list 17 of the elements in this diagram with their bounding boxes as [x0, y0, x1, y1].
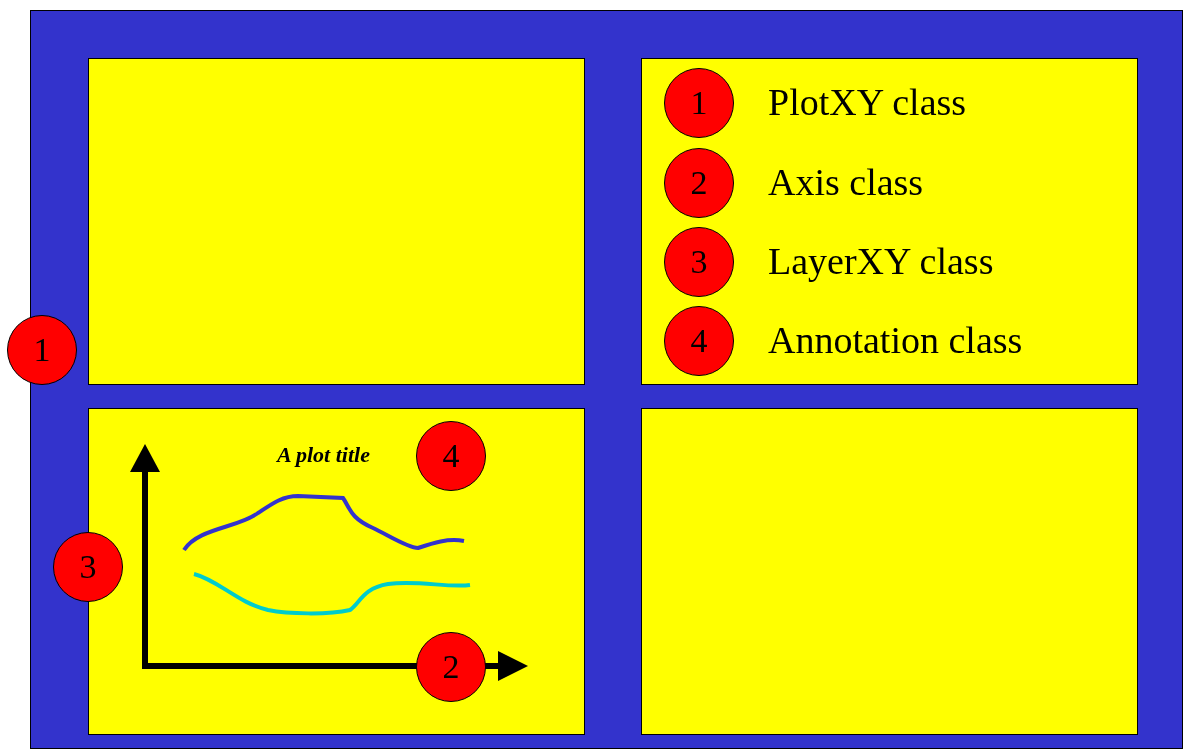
plot-title: A plot title: [277, 442, 370, 468]
callout-number: 4: [416, 421, 486, 491]
callout-number: 4: [664, 306, 734, 376]
callout-number: 1: [7, 315, 77, 385]
class-label: LayerXY class: [768, 239, 994, 283]
plot-panel: [641, 408, 1138, 735]
plot-panel: [88, 58, 585, 385]
callout-number: 1: [664, 68, 734, 138]
class-label: Axis class: [768, 160, 924, 204]
frame-background: [30, 10, 1183, 749]
callout-number: 2: [416, 632, 486, 702]
callout-number: 2: [664, 148, 734, 218]
class-label: PlotXY class: [768, 80, 967, 124]
class-label: Annotation class: [768, 318, 1023, 362]
callout-number: 3: [664, 227, 734, 297]
callout-number: 3: [53, 532, 123, 602]
plot-panel: [641, 58, 1138, 385]
